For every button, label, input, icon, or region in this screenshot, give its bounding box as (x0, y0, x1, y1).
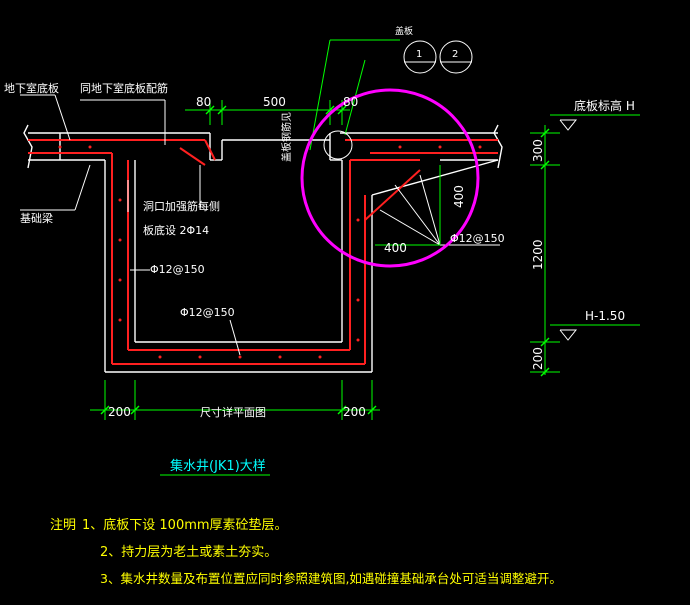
label-rebar-a: Φ12@150 (150, 263, 205, 276)
dim-1200: 1200 (531, 239, 545, 270)
note-2: 2、持力层为老土或素土夯实。 (100, 545, 277, 560)
label-same-as-slab-rebar: 同地下室底板配筋 (80, 81, 168, 95)
note-1: 1、底板下设 100mm厚素砼垫层。 (82, 517, 288, 533)
label-size-note: 尺寸详平面图 (200, 405, 266, 419)
notes-prefix: 注明 (50, 518, 76, 533)
label-rebar-c: Φ12@150 (450, 232, 505, 245)
dim-300: 300 (531, 139, 545, 162)
dim-200-right: 200 (531, 347, 545, 370)
rebar-dots (58, 145, 482, 359)
dimension-lines (90, 39, 640, 476)
label-pit-reinforce: 盖板钢筋见 (280, 112, 293, 162)
highlight-circle (300, 88, 480, 268)
dim-400-horizontal: 400 (384, 241, 407, 255)
ref-circle-2 (439, 40, 473, 74)
label-hole-reinforce-1: 洞口加强筋每侧 (143, 199, 220, 213)
dim-400-vertical: 400 (452, 185, 466, 208)
label-cover: 盖板 (395, 25, 413, 37)
label-rebar-b: Φ12@150 (180, 306, 235, 319)
note-3: 3、集水井数量及布置位置应同时参照建筑图,如遇碰撞基础承台处可适当调整避开。 (100, 571, 562, 586)
label-basement-slab: 地下室底板 (4, 81, 59, 95)
label-hole-reinforce-2: 板底设 2Φ14 (143, 223, 209, 237)
drawing-title: 集水井(JK1)大样 (170, 458, 266, 474)
concrete-outline (23, 124, 503, 373)
dim-80-left: 80 (196, 95, 211, 109)
label-foundation-beam: 基础梁 (20, 211, 53, 225)
circle-1-number: 1 (416, 49, 422, 60)
dimension-ticks (100, 105, 550, 415)
circle-2-number: 2 (452, 49, 458, 60)
label-pit-bottom-elevation: H-1.50 (585, 309, 625, 323)
dim-500: 500 (263, 95, 286, 109)
leader-lines (20, 94, 500, 356)
dim-200-bottom-left: 200 (108, 405, 131, 419)
dim-80-right: 80 (343, 95, 358, 109)
dim-200-bottom-right: 200 (343, 405, 366, 419)
rebar-lines (28, 139, 498, 365)
ref-circle-1 (403, 40, 437, 74)
cover-detail-circle (323, 130, 353, 160)
label-slab-top-elevation: 底板标高 H (574, 98, 635, 113)
elevation-markers (559, 119, 578, 341)
